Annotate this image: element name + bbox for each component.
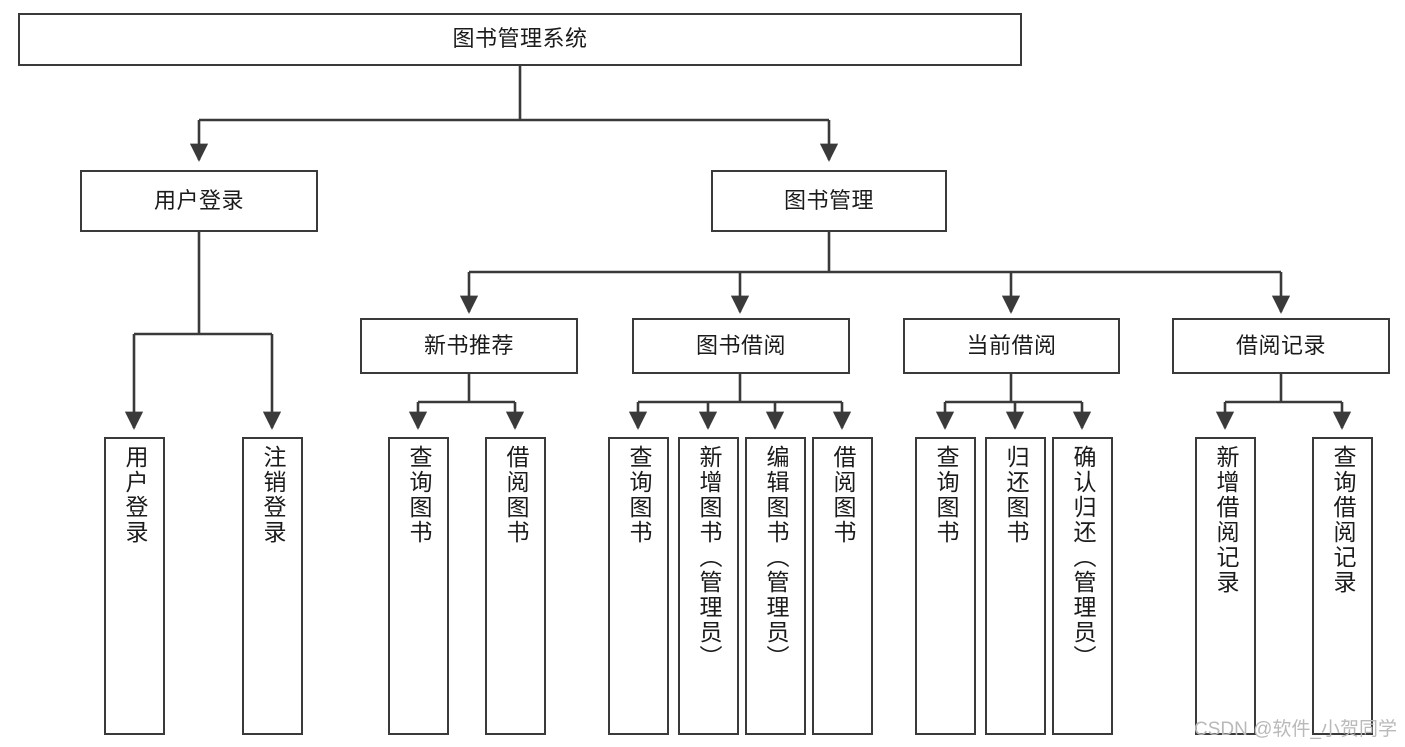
node-leaf-query-book-2[interactable]: 查询图书 bbox=[608, 437, 669, 735]
node-book-borrow[interactable]: 图书借阅 bbox=[632, 318, 850, 374]
node-leaf-query-book-1[interactable]: 查询图书 bbox=[388, 437, 449, 735]
node-leaf-edit-book-label: 编辑图书（管理员） bbox=[763, 445, 789, 670]
node-leaf-add-book-label: 新增图书（管理员） bbox=[696, 445, 722, 670]
node-leaf-confirm-return[interactable]: 确认归还（管理员） bbox=[1052, 437, 1113, 735]
node-leaf-query-book-3[interactable]: 查询图书 bbox=[915, 437, 976, 735]
node-new-book-recommend-label: 新书推荐 bbox=[423, 332, 514, 358]
node-leaf-query-book-1-label: 查询图书 bbox=[406, 445, 432, 545]
node-book-borrow-label: 图书借阅 bbox=[695, 332, 786, 358]
node-leaf-query-book-3-label: 查询图书 bbox=[933, 445, 959, 545]
node-leaf-add-record[interactable]: 新增借阅记录 bbox=[1195, 437, 1256, 735]
node-leaf-return-book[interactable]: 归还图书 bbox=[985, 437, 1046, 735]
node-user-login[interactable]: 用户登录 bbox=[80, 170, 318, 232]
node-leaf-return-book-label: 归还图书 bbox=[1003, 445, 1029, 545]
node-leaf-query-record-label: 查询借阅记录 bbox=[1330, 445, 1356, 595]
node-leaf-borrow-book-1-label: 借阅图书 bbox=[503, 445, 529, 545]
node-current-borrow-label: 当前借阅 bbox=[966, 332, 1057, 358]
node-leaf-borrow-book-2[interactable]: 借阅图书 bbox=[812, 437, 873, 735]
node-current-borrow[interactable]: 当前借阅 bbox=[903, 318, 1120, 374]
node-borrow-record-label: 借阅记录 bbox=[1235, 332, 1326, 358]
node-leaf-user-login[interactable]: 用户登录 bbox=[104, 437, 165, 735]
node-root[interactable]: 图书管理系统 bbox=[18, 13, 1022, 66]
node-leaf-user-login-label: 用户登录 bbox=[122, 445, 148, 545]
node-leaf-add-record-label: 新增借阅记录 bbox=[1213, 445, 1239, 595]
node-book-manage[interactable]: 图书管理 bbox=[711, 170, 947, 232]
node-leaf-logout-label: 注销登录 bbox=[260, 445, 286, 545]
node-leaf-query-book-2-label: 查询图书 bbox=[626, 445, 652, 545]
node-book-manage-label: 图书管理 bbox=[783, 187, 874, 213]
node-leaf-borrow-book-1[interactable]: 借阅图书 bbox=[485, 437, 546, 735]
node-borrow-record[interactable]: 借阅记录 bbox=[1172, 318, 1390, 374]
node-leaf-query-record[interactable]: 查询借阅记录 bbox=[1312, 437, 1373, 735]
node-leaf-add-book[interactable]: 新增图书（管理员） bbox=[678, 437, 739, 735]
node-user-login-label: 用户登录 bbox=[153, 187, 244, 213]
node-leaf-confirm-return-label: 确认归还（管理员） bbox=[1070, 445, 1096, 670]
node-leaf-edit-book[interactable]: 编辑图书（管理员） bbox=[745, 437, 806, 735]
node-leaf-logout[interactable]: 注销登录 bbox=[242, 437, 303, 735]
node-leaf-borrow-book-2-label: 借阅图书 bbox=[830, 445, 856, 545]
node-root-label: 图书管理系统 bbox=[452, 26, 588, 52]
node-new-book-recommend[interactable]: 新书推荐 bbox=[360, 318, 578, 374]
